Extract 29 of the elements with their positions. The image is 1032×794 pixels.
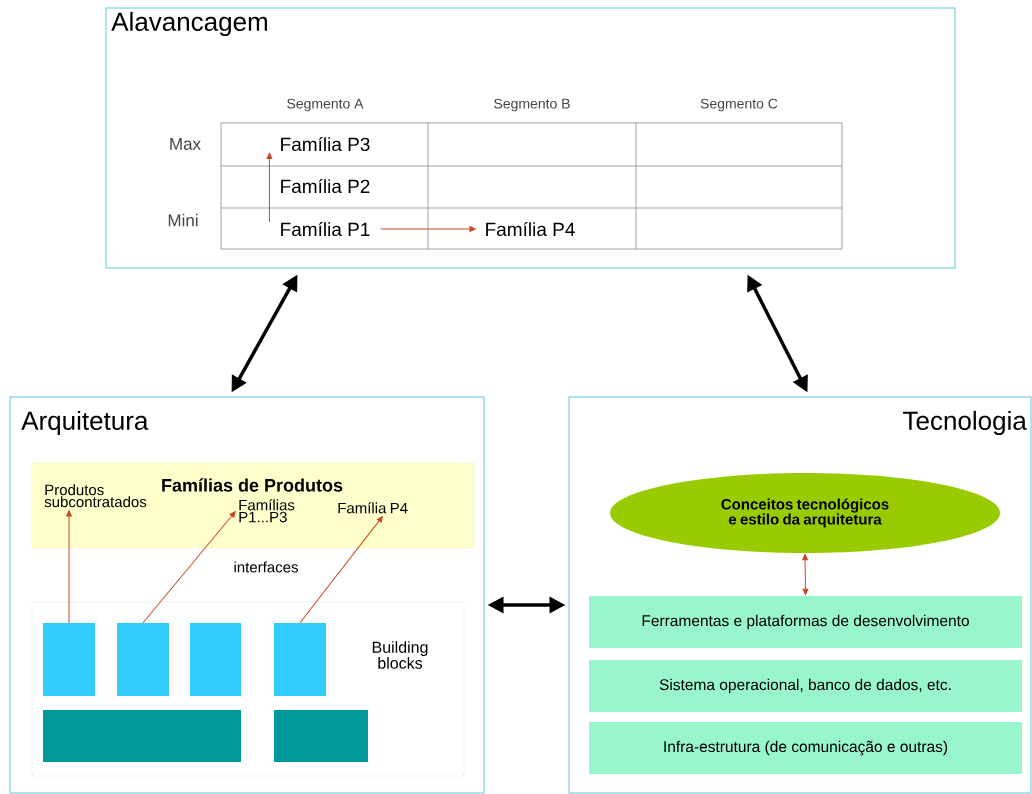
building-block xyxy=(117,623,169,696)
building-block xyxy=(190,623,241,696)
layer-box: Infra-estrutura (de comunicação e outras) xyxy=(589,722,1022,774)
building-block xyxy=(43,710,241,762)
arrow xyxy=(266,152,273,223)
building-blocks-area: Building blocks xyxy=(31,601,465,777)
cell-text: Família P1 xyxy=(281,221,370,237)
arrow xyxy=(299,516,383,624)
arrow xyxy=(142,511,236,624)
row-header: Mini xyxy=(168,213,198,227)
row-header: Max xyxy=(170,138,201,150)
family-label: Produtos subcontratados xyxy=(44,484,147,508)
family-label: Família P4 xyxy=(338,502,408,514)
column-header: Segmento A xyxy=(287,98,364,112)
cell-text: Família P2 xyxy=(281,178,370,194)
cell-text: Família P4 xyxy=(486,221,575,237)
family-label: Famílias P1...P3 xyxy=(239,499,295,523)
layer-box: Sistema operacional, banco de dados, etc. xyxy=(589,660,1022,712)
arrow xyxy=(802,553,809,595)
building-block xyxy=(274,623,326,696)
interface-label: interfaces xyxy=(234,561,298,573)
layer-box: Ferramentas e plataformas de desenvolvimento xyxy=(589,596,1022,648)
arrow xyxy=(66,510,72,624)
column-header: Segmento B xyxy=(494,98,570,112)
building-block xyxy=(43,623,95,696)
column-header: Segmento C xyxy=(700,98,778,112)
building-block xyxy=(274,710,368,762)
arrow xyxy=(380,226,476,232)
cell-text: Família P3 xyxy=(281,136,370,152)
